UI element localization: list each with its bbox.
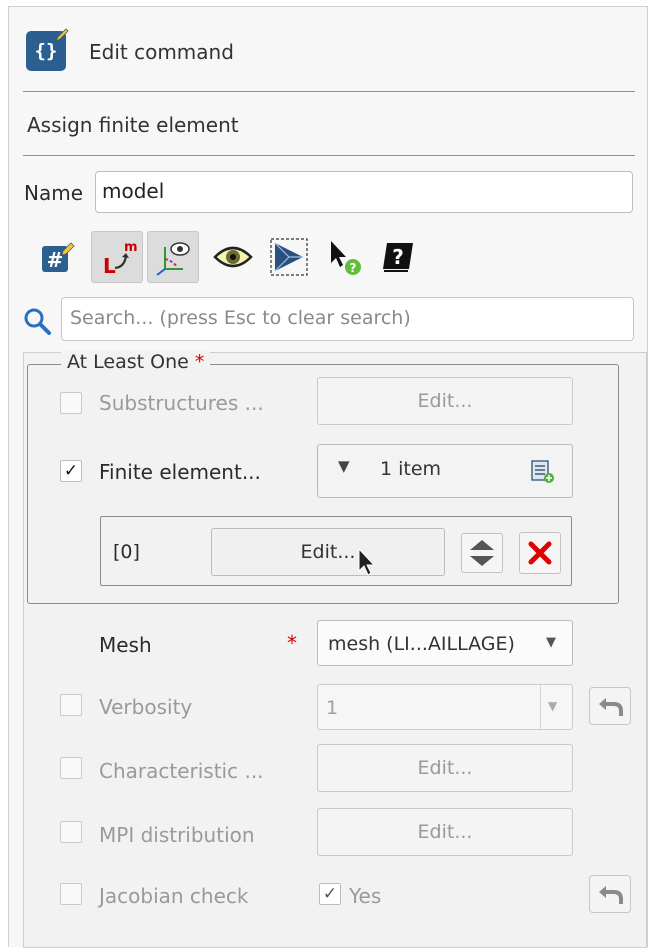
characteristic-edit-button[interactable]: Edit... [317, 744, 573, 792]
chevron-down-icon: ▼ [338, 457, 350, 475]
reorder-button[interactable] [461, 533, 503, 573]
verbosity-reset-button[interactable] [589, 687, 631, 725]
axes-eye-icon[interactable] [147, 231, 199, 283]
characteristic-label: Characteristic ... [99, 759, 264, 783]
delete-item-button[interactable] [519, 532, 561, 574]
characteristic-checkbox[interactable] [60, 757, 82, 779]
verbosity-combo[interactable]: 1 ▼ [317, 684, 573, 730]
verbosity-value: 1 [326, 697, 339, 719]
at-least-one-group [27, 364, 619, 604]
list-add-icon[interactable] [530, 459, 556, 485]
eye-icon[interactable] [207, 231, 259, 283]
mesh-view-icon[interactable] [263, 231, 315, 283]
braces-edit-icon: {} [26, 28, 69, 71]
mpi-edit-button[interactable]: Edit... [317, 808, 573, 856]
hash-edit-icon[interactable]: # [31, 231, 83, 283]
page-title: Edit command [89, 40, 234, 64]
svg-text:?: ? [392, 245, 404, 269]
name-input[interactable]: model [95, 171, 633, 213]
svg-text:m: m [124, 240, 137, 255]
mesh-required-mark: * [287, 631, 297, 655]
up-down-arrows-icon [470, 540, 494, 566]
jacobian-reset-button[interactable] [589, 875, 631, 913]
book-help-icon[interactable]: ? [373, 231, 425, 283]
finite-element-count: 1 item [380, 458, 442, 480]
required-mark: * [194, 351, 205, 373]
combo-divider [540, 685, 541, 729]
panel-header: {} Edit command [9, 7, 647, 97]
svg-text:L: L [103, 254, 116, 277]
mesh-select[interactable]: mesh (LI...AILLAGE) ▼ [317, 620, 573, 666]
mouse-cursor-icon [358, 547, 376, 576]
finite-element-checkbox[interactable]: ✓ [60, 460, 82, 482]
undo-icon [599, 886, 623, 904]
pointer-help-icon[interactable]: ? [319, 231, 371, 283]
svg-text:#: # [47, 248, 64, 272]
name-label: Name [24, 181, 84, 205]
subtitle-divider [23, 155, 635, 156]
chevron-down-icon: ▼ [546, 635, 556, 650]
item-edit-button[interactable]: Edit... [211, 528, 445, 576]
jacobian-checkbox[interactable] [60, 883, 82, 905]
jacobian-yes-label: Yes [349, 884, 382, 908]
finite-element-combo[interactable]: ▼ 1 item [317, 444, 573, 498]
mesh-label: Mesh [99, 633, 152, 657]
finite-element-list [100, 516, 572, 586]
header-divider [23, 91, 635, 92]
group-title-text: At Least One [67, 351, 189, 373]
substructures-edit-button[interactable]: Edit... [317, 377, 573, 425]
finite-element-label: Finite element... [99, 460, 261, 484]
verbosity-checkbox[interactable] [60, 694, 82, 716]
jacobian-yes-checkbox[interactable]: ✓ [319, 883, 341, 905]
jacobian-label: Jacobian check [99, 884, 249, 908]
mesh-value: mesh (LI...AILLAGE) [328, 633, 515, 655]
command-subtitle: Assign finite element [27, 113, 239, 137]
search-input[interactable]: Search... (press Esc to clear search) [61, 297, 634, 341]
mpi-checkbox[interactable] [60, 821, 82, 843]
verbosity-label: Verbosity [99, 695, 193, 719]
item-index: [0] [113, 541, 140, 563]
substructures-checkbox[interactable] [60, 392, 82, 414]
mpi-label: MPI distribution [99, 823, 255, 847]
delete-x-icon [528, 541, 552, 565]
chevron-down-icon: ▼ [548, 699, 558, 713]
substructures-label: Substructures ... [99, 391, 264, 415]
group-title: At Least One * [61, 351, 211, 373]
edit-command-panel: {} Edit command Assign finite element Na… [8, 6, 648, 948]
l-m-arrow-icon[interactable]: m L [91, 231, 143, 283]
svg-text:?: ? [350, 261, 357, 275]
search-icon [24, 308, 51, 335]
undo-icon [599, 698, 623, 716]
